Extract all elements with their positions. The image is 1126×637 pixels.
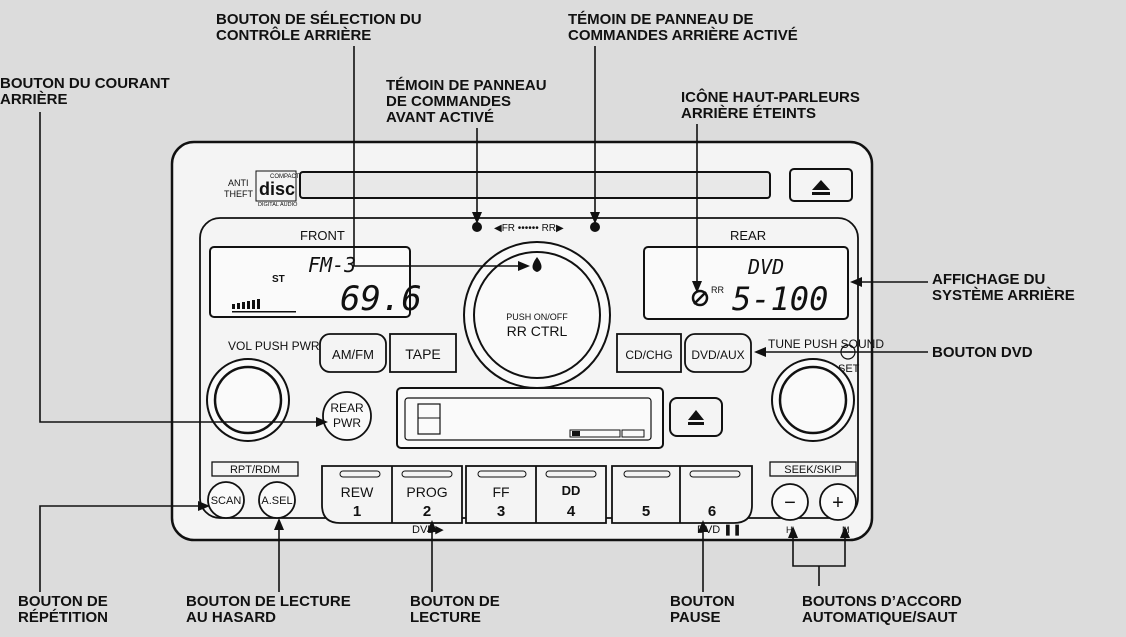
volume-knob[interactable] xyxy=(213,365,283,435)
seek-skip-bar xyxy=(769,461,857,477)
asel-label: A.SEL xyxy=(261,495,292,507)
cassette-deck xyxy=(396,387,664,449)
callout-play: BOUTON DE LECTURE xyxy=(410,593,500,626)
fr-rr-indicator: ◀FR •••••• RR▶ xyxy=(494,223,564,234)
cassette-slot[interactable] xyxy=(404,397,652,441)
callout-rear-display: AFFICHAGE DU SYSTÈME ARRIÈRE xyxy=(932,271,1075,304)
disc-logo xyxy=(255,170,297,202)
tape-button[interactable] xyxy=(389,333,457,373)
callout-repeat: BOUTON DE RÉPÉTITION xyxy=(18,593,109,626)
signal-bars-icon xyxy=(232,299,296,313)
front-label: FRONT xyxy=(300,228,345,243)
scan-label: SCAN xyxy=(211,495,242,507)
front-st-indicator: ST xyxy=(272,274,285,285)
preset-group-3 xyxy=(611,465,753,524)
preset-6-label: 6 xyxy=(708,503,716,520)
cd-chg-button[interactable] xyxy=(616,333,682,373)
rear-power-button[interactable] xyxy=(322,391,372,441)
eject-icon xyxy=(812,180,830,190)
preset-4-button[interactable] xyxy=(545,470,597,478)
callout-seek: BOUTONS D’ACCORD AUTOMATIQUE/SAUT xyxy=(802,593,962,626)
leader-arrowheads xyxy=(198,212,862,538)
scan-button[interactable] xyxy=(207,481,245,519)
preset-3-label: 3 xyxy=(497,503,505,520)
dolby-label: DD xyxy=(562,483,581,498)
dvd-aux-button[interactable] xyxy=(684,333,752,373)
am-fm-button[interactable] xyxy=(319,333,387,373)
compact-text: COMPACT xyxy=(270,174,300,180)
callout-rear-power: BOUTON DU COURANT ARRIÈRE xyxy=(0,75,170,108)
dvd-aux-label: DVD/AUX xyxy=(691,348,744,362)
knob-line2: RR CTRL xyxy=(507,323,568,339)
rear-pwr-line2: PWR xyxy=(333,416,361,430)
disc-text: disc xyxy=(259,179,295,199)
preset-4-label: 4 xyxy=(567,503,576,520)
seek-up-button[interactable] xyxy=(819,483,857,521)
preset-5-label: 5 xyxy=(642,503,650,520)
front-freq-readout: 69.6 xyxy=(340,279,422,319)
tape-label: TAPE xyxy=(405,346,441,362)
ff-label: FF xyxy=(492,484,509,500)
callout-dvd-button: BOUTON DVD xyxy=(932,344,1033,361)
vol-pwr-label: VOL PUSH PWR xyxy=(228,339,320,353)
rew-label: REW xyxy=(341,484,374,500)
preset-3-button[interactable] xyxy=(477,470,527,478)
knob-line1: PUSH ON/OFF xyxy=(506,312,568,322)
callout-random: BOUTON DE LECTURE AU HASARD xyxy=(186,593,351,626)
preset-5-button[interactable] xyxy=(623,470,671,478)
leader-lines xyxy=(39,46,928,592)
cd-chg-label: CD/CHG xyxy=(625,348,672,362)
seek-down-button[interactable] xyxy=(771,483,809,521)
rr-small-label: RR xyxy=(711,285,724,295)
leader-repeat xyxy=(39,505,206,592)
rear-pwr-line1: REAR xyxy=(330,401,364,415)
rear-track-readout: 5-100 xyxy=(732,280,828,318)
seek-skip-label: SEEK/SKIP xyxy=(784,464,841,476)
preset-1-button[interactable] xyxy=(339,470,381,478)
asel-button[interactable] xyxy=(258,481,296,519)
front-band-readout: FM-3 xyxy=(308,253,356,277)
preset-2-button[interactable] xyxy=(401,470,453,478)
callout-rear-panel-active: TÉMOIN DE PANNEAU DE COMMANDES ARRIÈRE A… xyxy=(568,11,798,44)
leader-rear-power xyxy=(39,112,322,423)
prog-label: PROG xyxy=(406,484,447,500)
callout-rear-control-select: BOUTON DE SÉLECTION DU CONTRÔLE ARRIÈRE xyxy=(216,11,422,44)
cd-slot[interactable] xyxy=(299,171,771,199)
tape-eject-icon xyxy=(688,410,704,420)
preset-2-label: 2 xyxy=(423,503,431,520)
rear-speaker-off-icon xyxy=(691,289,709,307)
callout-front-panel-active: TÉMOIN DE PANNEAU DE COMMANDES AVANT ACT… xyxy=(386,77,547,126)
dvd-pause-label: DVD ❚❚ xyxy=(697,524,742,536)
rear-control-knob[interactable] xyxy=(473,251,601,379)
front-panel-active-led xyxy=(472,222,482,232)
preset-1-label: 1 xyxy=(353,503,361,520)
tune-sound-label: TUNE PUSH SOUND xyxy=(768,337,884,351)
rear-label: REAR xyxy=(730,228,766,243)
knob-pointer-icon xyxy=(532,257,542,272)
callout-rear-speakers-off: ICÔNE HAUT-PARLEURS ARRIÈRE ÉTEINTS xyxy=(681,89,860,122)
rear-source-readout: DVD xyxy=(747,255,784,279)
rpt-rdm-bar xyxy=(211,461,299,477)
rpt-rdm-label: RPT/RDM xyxy=(230,464,280,476)
leader-rear-control xyxy=(353,46,522,267)
preset-6-button[interactable] xyxy=(689,470,741,478)
callout-pause: BOUTON PAUSE xyxy=(670,593,735,626)
theft-text: THEFT xyxy=(224,189,253,199)
h-label: H xyxy=(786,525,793,535)
digital-audio-text: DIGITAL AUDIO xyxy=(258,202,298,208)
minus-icon: − xyxy=(784,492,796,514)
plus-icon: + xyxy=(832,492,844,514)
cassette-window xyxy=(417,403,441,435)
am-fm-label: AM/FM xyxy=(332,347,374,362)
dolby-window xyxy=(569,429,621,438)
rear-panel-active-led xyxy=(590,222,600,232)
eject-bar-icon xyxy=(812,192,830,195)
tune-knob[interactable] xyxy=(778,365,848,435)
anti-text: ANTI xyxy=(228,178,249,188)
